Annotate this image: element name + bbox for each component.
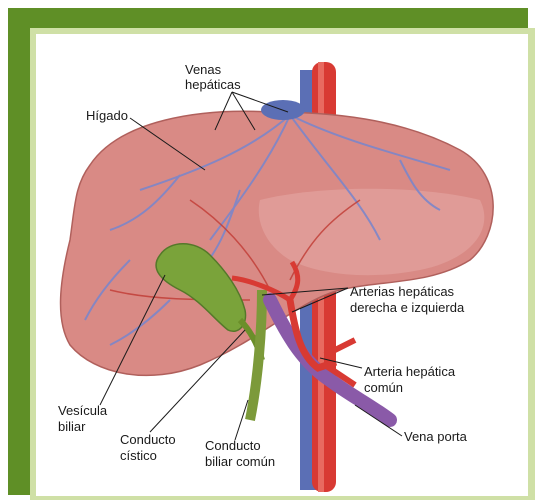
label-biliar-comun-1: Conducto — [205, 438, 261, 453]
label-higado: Hígado — [86, 108, 128, 123]
label-biliar-comun-2: biliar común — [205, 454, 275, 469]
label-vesicula-1: Vesícula — [58, 403, 108, 418]
label-arterias-1: Arterias hepáticas — [350, 284, 455, 299]
label-vesicula-2: biliar — [58, 419, 86, 434]
label-arteria-comun-1: Arteria hepática — [364, 364, 456, 379]
label-vena-porta: Vena porta — [404, 429, 468, 444]
label-cistico-1: Conducto — [120, 432, 176, 447]
label-venas-hepaticas-1: Venas — [185, 62, 222, 77]
label-cistico-2: cístico — [120, 448, 157, 463]
label-arterias-2: derecha e izquierda — [350, 300, 465, 315]
label-venas-hepaticas-2: hepáticas — [185, 77, 241, 92]
label-arteria-comun-2: común — [364, 380, 403, 395]
